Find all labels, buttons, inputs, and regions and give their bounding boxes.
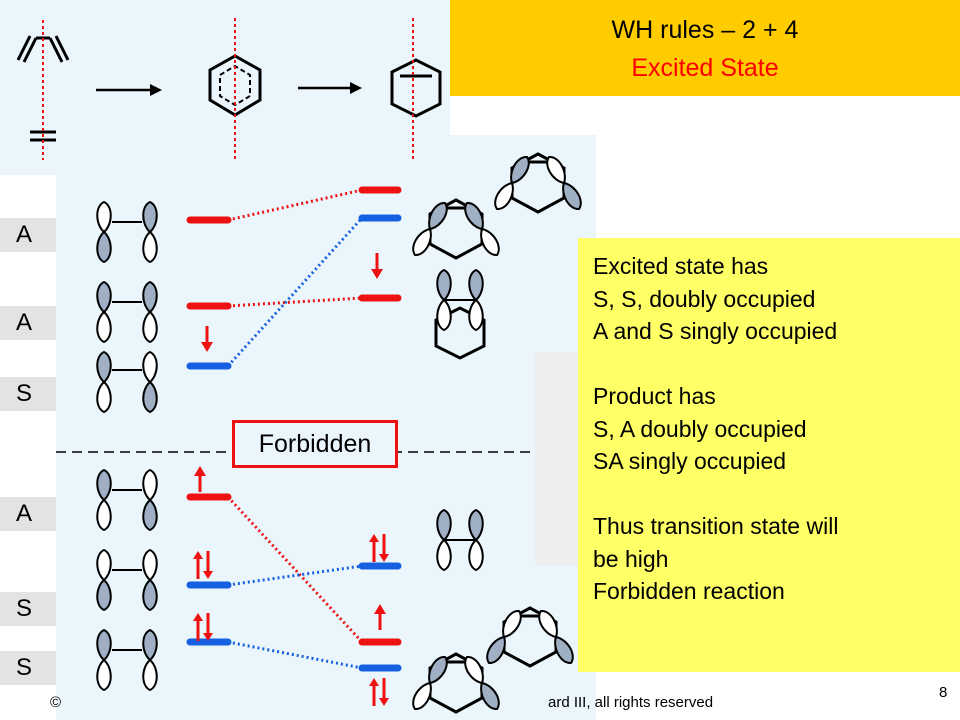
side-divider-panel bbox=[535, 352, 583, 566]
note-line-9: Thus transition state will bbox=[593, 513, 839, 539]
reaction-arrow-icon bbox=[96, 84, 162, 96]
product-orbital-ring-4 bbox=[436, 509, 484, 571]
butadiene-diene-icon bbox=[16, 35, 70, 63]
product-orbital-ring-3 bbox=[434, 269, 486, 360]
energy-levels-lower bbox=[186, 493, 402, 672]
page-number: 8 bbox=[939, 684, 948, 701]
explanation-note: Excited state has S, S, doubly occupied … bbox=[578, 238, 960, 672]
note-line-8 bbox=[593, 478, 960, 511]
product-orbital-ring-6 bbox=[408, 652, 504, 714]
orbital-stack-upper bbox=[96, 201, 158, 413]
symmetry-label-4: A bbox=[0, 497, 56, 531]
note-line-1: Excited state has bbox=[593, 253, 769, 279]
electron-pair-icon-4 bbox=[367, 676, 391, 708]
title-subtitle: Excited State bbox=[631, 54, 779, 82]
note-line-3: A and S singly occupied bbox=[593, 318, 838, 344]
electron-down-arrow-icon bbox=[199, 324, 215, 354]
footer-copyright: ard III, all rights reserved bbox=[548, 694, 714, 711]
electron-up-arrow-icon-2 bbox=[372, 602, 388, 632]
product-orbital-ring-5 bbox=[482, 606, 578, 668]
note-line-10: be high bbox=[593, 545, 669, 572]
orbital-stack-lower bbox=[96, 469, 158, 691]
cyclohexene-product-icon bbox=[390, 58, 442, 118]
symmetry-label-3: S bbox=[0, 377, 56, 411]
symmetry-label-6: S bbox=[0, 651, 56, 685]
footer-copyright-symbol: © bbox=[50, 694, 62, 711]
note-line-5: Product has bbox=[593, 383, 716, 409]
electron-pair-icon bbox=[191, 549, 215, 581]
forbidden-label: Forbidden bbox=[232, 420, 398, 468]
note-line-7: SA singly occupied bbox=[593, 448, 787, 474]
title-main: WH rules – 2 + 4 bbox=[611, 16, 799, 44]
note-line-11: Forbidden reaction bbox=[593, 578, 785, 604]
symmetry-label-5: S bbox=[0, 592, 56, 626]
note-line-2: S, S, doubly occupied bbox=[593, 285, 816, 312]
electron-down-arrow-icon-2 bbox=[369, 251, 385, 281]
electron-pair-icon-2 bbox=[191, 611, 215, 643]
symmetry-label-2: A bbox=[0, 306, 56, 340]
note-line-4 bbox=[593, 348, 960, 381]
reaction-arrow-icon-2 bbox=[298, 82, 362, 94]
product-orbital-ring-2 bbox=[408, 198, 504, 260]
energy-levels-upper bbox=[186, 186, 402, 370]
electron-pair-icon-3 bbox=[367, 532, 391, 564]
electron-up-arrow-icon bbox=[192, 464, 208, 494]
title-box: WH rules – 2 + 4 Excited State bbox=[450, 0, 960, 96]
product-orbital-ring-1 bbox=[490, 152, 586, 214]
symmetry-label-1: A bbox=[0, 218, 56, 252]
note-line-6: S, A doubly occupied bbox=[593, 415, 807, 442]
